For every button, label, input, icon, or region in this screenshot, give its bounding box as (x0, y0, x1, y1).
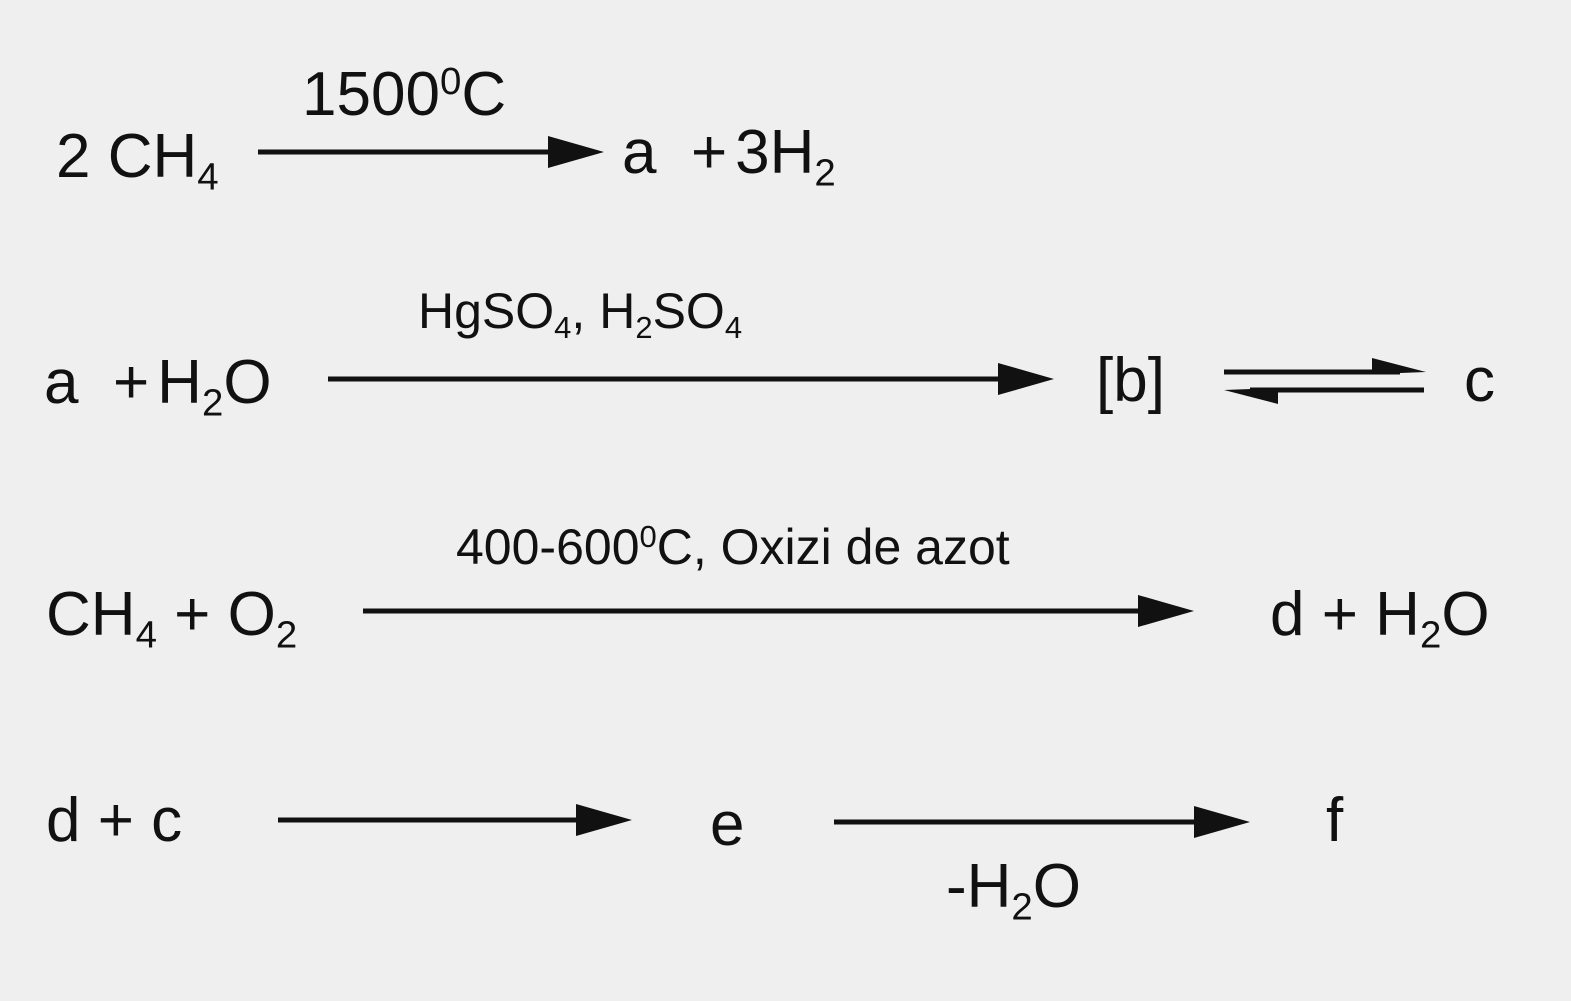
row3-reactants: CH4 + O2 (46, 580, 298, 657)
row1-products: a +3H2 (622, 118, 836, 195)
row2-intermediate: [b] (1096, 346, 1165, 415)
row4-product-f: f (1326, 786, 1344, 855)
row3-condition: 400-6000C, Oxizi de azot (456, 518, 1010, 575)
arrowhead-row4a (576, 804, 632, 836)
arrowhead-row3 (1138, 595, 1194, 627)
equilibrium-backward-head (1224, 388, 1278, 404)
row2-product: c (1464, 346, 1495, 415)
row1-reactants: 2 CH4 (56, 122, 219, 199)
arrowhead-row4b (1194, 806, 1250, 838)
row2-condition: HgSO4, H2SO4 (418, 283, 743, 345)
row4-product-e: e (710, 790, 745, 859)
row1-condition: 15000C (302, 59, 507, 129)
row3-products: d + H2O (1270, 580, 1490, 657)
row2-reactants: a +H2O (44, 348, 272, 425)
arrowhead-row1 (548, 136, 604, 168)
row4-reactants: d + c (46, 786, 183, 855)
arrowhead-row2 (998, 363, 1054, 395)
row4-condition: -H2O (946, 852, 1082, 929)
equilibrium-forward-head (1372, 358, 1426, 374)
